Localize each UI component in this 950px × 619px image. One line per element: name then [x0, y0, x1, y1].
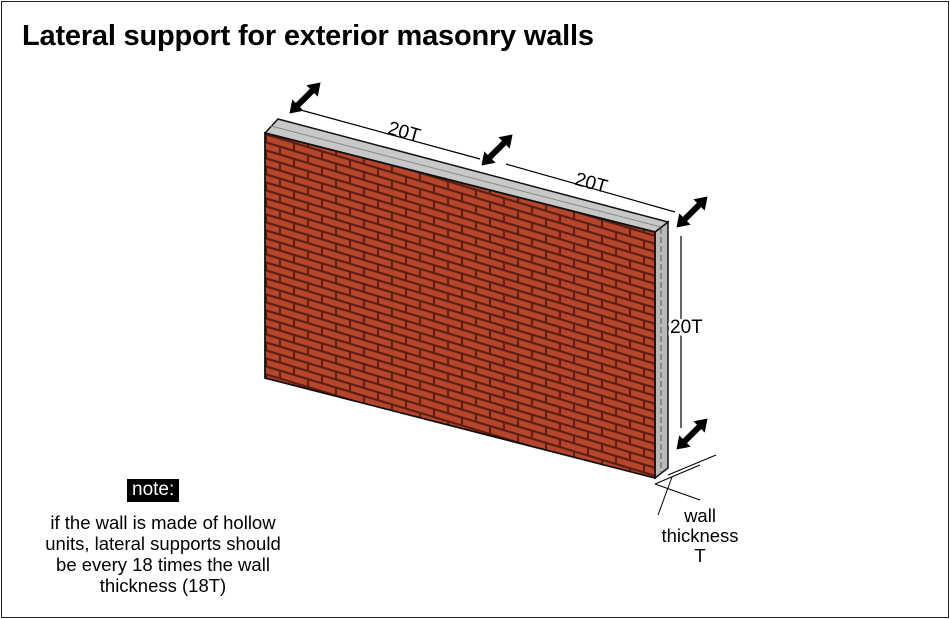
dimension-label-top-right: 20T	[573, 169, 611, 198]
wall-thickness-line: wall	[684, 505, 716, 526]
support-arrow-icon	[676, 196, 708, 228]
dimension-label-height: 20T	[670, 317, 703, 338]
brick-wall	[263, 118, 670, 480]
note-text: if the wall is made of hollow units, lat…	[18, 512, 308, 596]
note-line: units, lateral supports should	[45, 533, 281, 554]
wall-thickness-line: T	[694, 545, 706, 566]
note-badge: note:	[127, 479, 180, 502]
note-line: thickness (18T)	[99, 575, 227, 596]
wall-thickness-line: thickness	[661, 525, 739, 546]
wall-brick-face	[264, 131, 656, 480]
dimension-label-top-left: 20T	[386, 118, 424, 147]
dimension-lines	[296, 108, 717, 516]
note-line: if the wall is made of hollow	[50, 512, 276, 533]
support-arrow-icon	[289, 82, 321, 114]
note-line: be every 18 times the wall	[56, 554, 270, 575]
support-arrow-icon	[481, 134, 513, 166]
wall-thickness-label: wall thickness T	[640, 506, 760, 566]
support-arrow-icon	[676, 418, 708, 450]
lateral-supports	[289, 82, 708, 450]
diagram-title: Lateral support for exterior masonry wal…	[22, 20, 594, 52]
